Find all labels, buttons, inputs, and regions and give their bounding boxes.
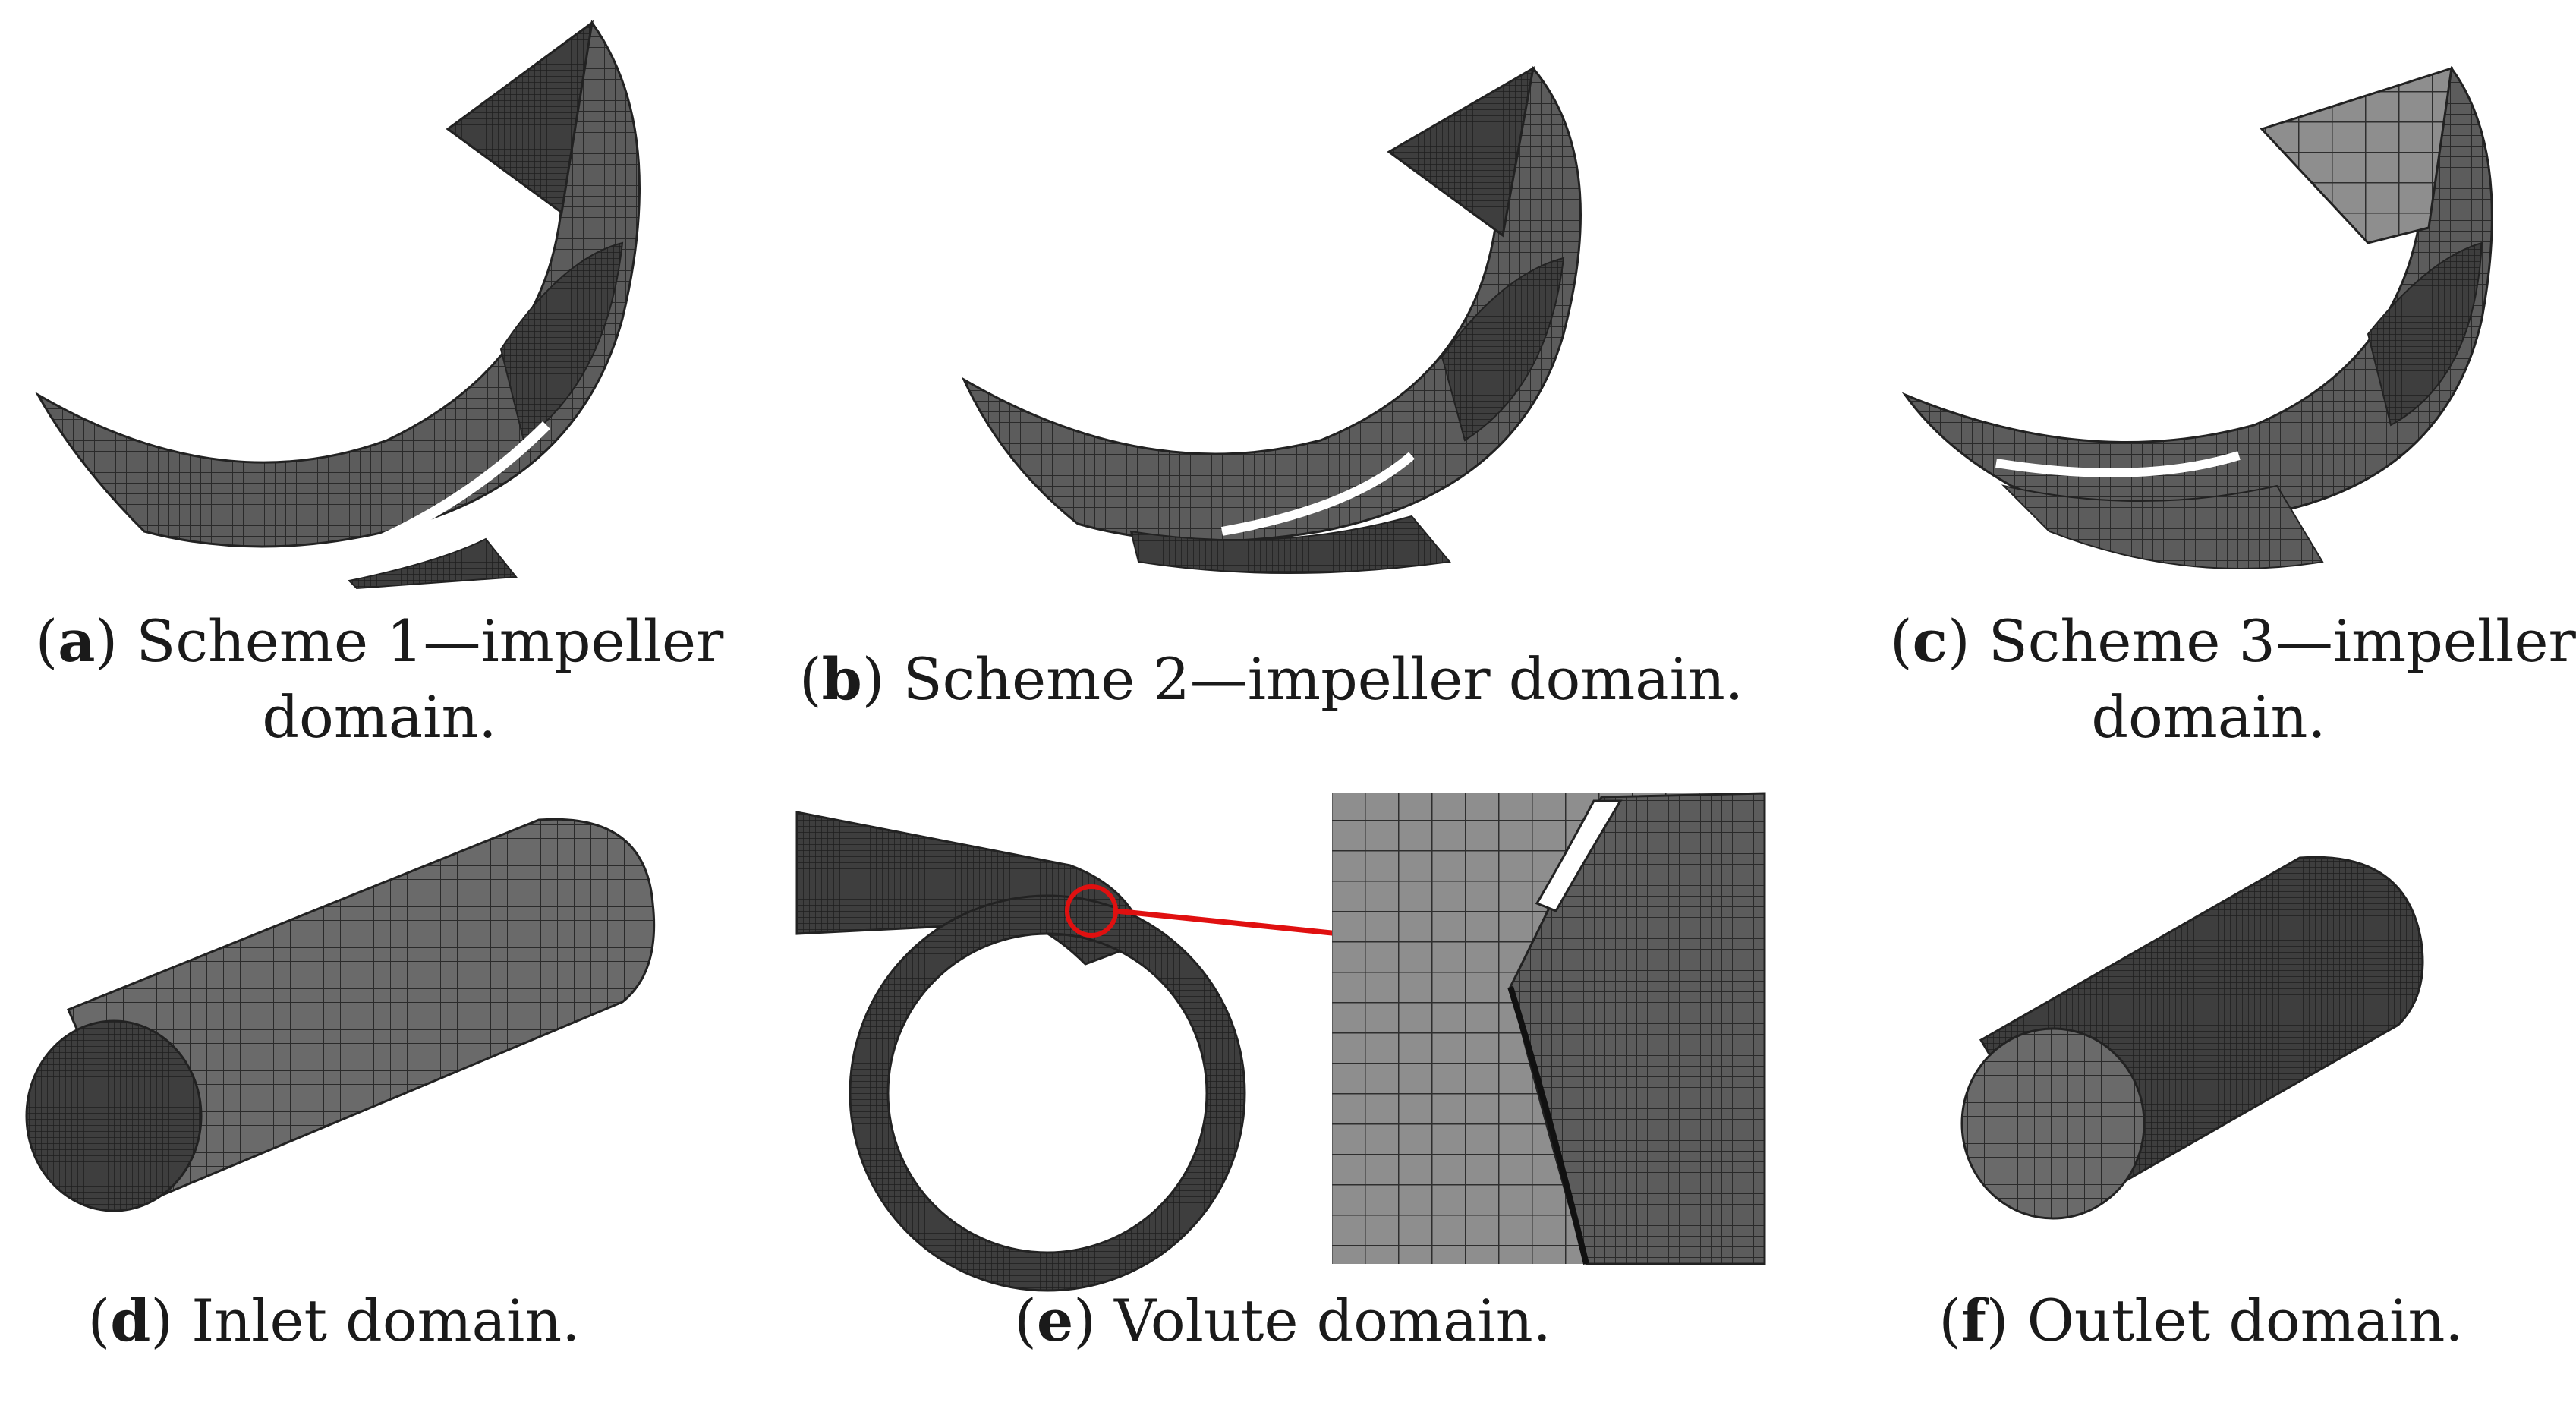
- panel-f-image: [1951, 843, 2436, 1237]
- impeller-hub-section: [499, 241, 624, 442]
- inlet-cylinder-mesh: [25, 818, 656, 1212]
- caption-a-line2: domain.: [262, 683, 497, 751]
- panel-d-image: [23, 797, 660, 1222]
- caption-e-text: ) Volute domain.: [1073, 1287, 1551, 1354]
- impeller-lower-blade: [2001, 484, 2324, 569]
- caption-d: (d) Inlet domain.: [87, 1287, 581, 1354]
- volute-mesh: [795, 792, 1766, 1292]
- caption-a-letter: a: [58, 607, 96, 675]
- outlet-cylinder-mesh: [1960, 856, 2424, 1220]
- impeller-inlet-face: [2260, 66, 2453, 244]
- impeller-mesh-scheme-1: [35, 20, 641, 590]
- caption-a: (a) Scheme 1—impeller domain.: [0, 604, 759, 755]
- caption-c-line2: domain.: [2091, 683, 2326, 751]
- impeller-gap: [324, 421, 550, 567]
- caption-f: (f) Outlet domain.: [1938, 1287, 2464, 1354]
- impeller-hub-section: [2367, 241, 2483, 427]
- impeller-gap: [1995, 451, 2241, 477]
- caption-e: (e) Volute domain.: [1014, 1287, 1551, 1354]
- caption-b: (b) Scheme 2—impeller domain.: [799, 645, 1743, 713]
- volute-ring-outline-inner: [886, 932, 1208, 1254]
- caption-f-text: ) Outlet domain.: [1986, 1287, 2464, 1354]
- impeller-gap: [1220, 452, 1415, 536]
- impeller-mesh-scheme-2: [961, 65, 1582, 574]
- outlet-end-face: [1960, 1027, 2146, 1220]
- caption-a-text: ) Scheme 1—impeller: [95, 607, 724, 675]
- panel-a-image: [30, 15, 698, 592]
- impeller-lower-blade: [1129, 515, 1451, 574]
- volute-ring-outline-outer: [849, 894, 1246, 1292]
- panel-b-image: [956, 61, 1639, 577]
- panel-e-image: [795, 789, 1768, 1292]
- caption-b-text: ) Scheme 2—impeller domain.: [861, 645, 1743, 713]
- impeller-mesh-scheme-3: [1901, 65, 2493, 569]
- caption-c: (c) Scheme 3—impeller domain.: [1890, 604, 2576, 755]
- impeller-lower-blade: [347, 537, 518, 590]
- impeller-blade-main: [35, 20, 641, 548]
- inlet-end-face: [25, 1019, 203, 1212]
- caption-d-letter: d: [110, 1287, 151, 1354]
- impeller-inlet-face: [1387, 66, 1535, 238]
- caption-b-letter: b: [821, 645, 862, 713]
- panel-c-image: [1897, 61, 2520, 585]
- caption-e-letter: e: [1036, 1287, 1074, 1354]
- caption-f-letter: f: [1961, 1287, 1986, 1354]
- caption-c-text: ) Scheme 3—impeller: [1947, 607, 2576, 675]
- impeller-inlet-face: [446, 20, 594, 215]
- impeller-hub-section: [1441, 257, 1565, 442]
- inlet-cylinder-body: [67, 818, 656, 1201]
- caption-d-text: ) Inlet domain.: [150, 1287, 581, 1354]
- caption-c-letter: c: [1912, 607, 1948, 675]
- volute-zoom-detail: [1332, 792, 1766, 1265]
- volute-ring: [850, 896, 1245, 1291]
